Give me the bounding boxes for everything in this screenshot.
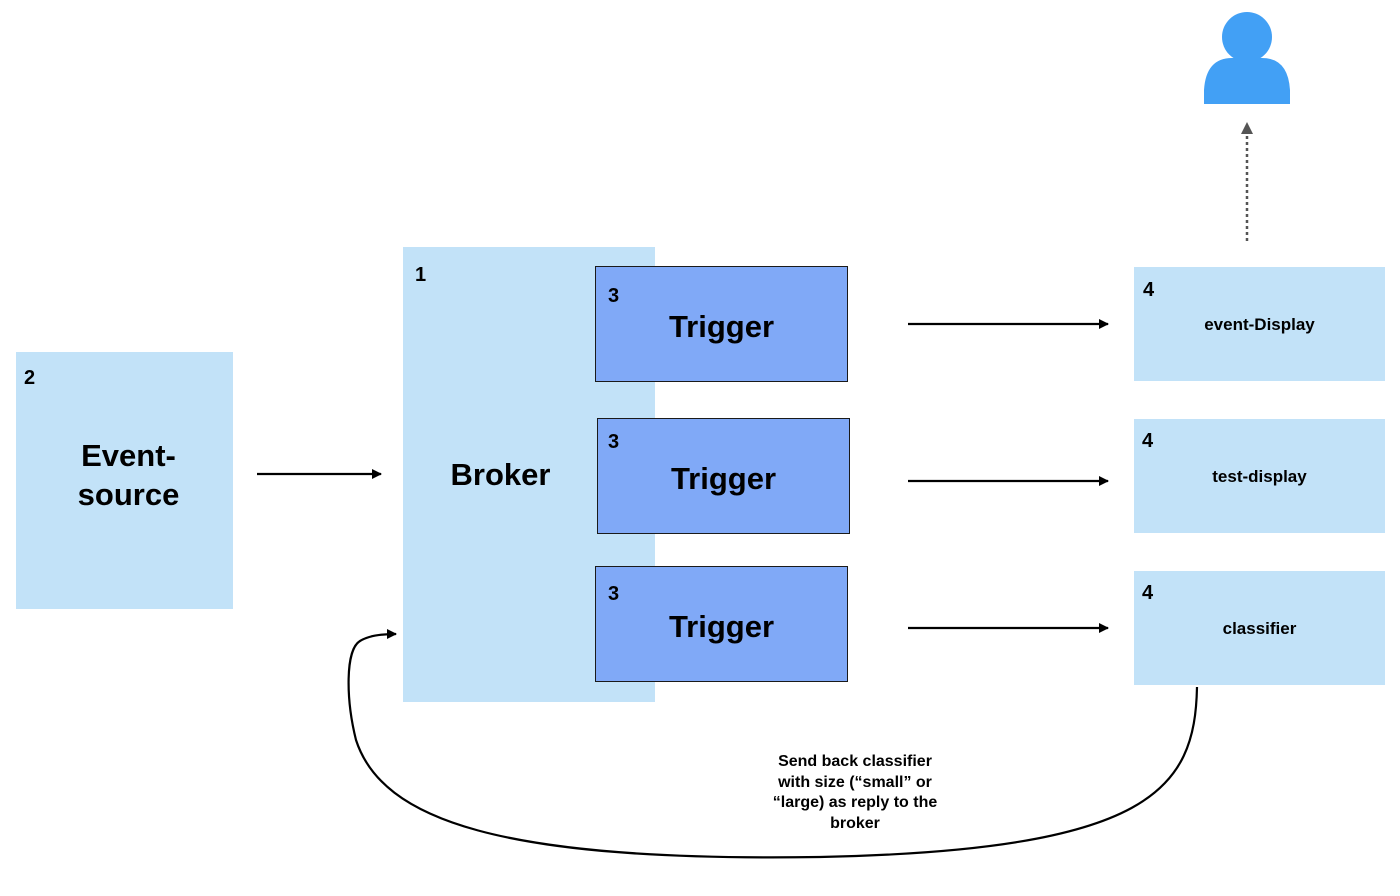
event-source-box: 2 Event- source bbox=[16, 352, 233, 609]
user-icon bbox=[1204, 12, 1290, 105]
service-box-classifier: 4 classifier bbox=[1134, 571, 1385, 685]
trigger-label: Trigger bbox=[668, 309, 775, 344]
trigger-number: 3 bbox=[608, 285, 620, 307]
service-label: classifier bbox=[1222, 619, 1297, 638]
service-box-event-display: 4 event-Display bbox=[1134, 267, 1385, 381]
trigger-number: 3 bbox=[608, 431, 620, 453]
broker-label: Broker bbox=[450, 457, 551, 492]
service-label: event-Display bbox=[1204, 315, 1315, 334]
service-number: 4 bbox=[1143, 279, 1155, 301]
service-label: test-display bbox=[1212, 467, 1307, 486]
trigger-label: Trigger bbox=[668, 609, 775, 644]
trigger-number: 3 bbox=[608, 583, 620, 605]
trigger-label: Trigger bbox=[670, 461, 777, 496]
event-source-label: Event- source bbox=[77, 438, 180, 512]
trigger-box-1: 3 Trigger bbox=[595, 266, 848, 382]
service-number: 4 bbox=[1142, 430, 1154, 452]
trigger-box-2: 3 Trigger bbox=[597, 418, 850, 534]
reply-note: Send back classifier with size (“small” … bbox=[772, 753, 938, 832]
broker-number: 1 bbox=[415, 264, 427, 286]
service-number: 4 bbox=[1142, 582, 1154, 604]
trigger-box-3: 3 Trigger bbox=[595, 566, 848, 682]
service-box-test-display: 4 test-display bbox=[1134, 419, 1385, 533]
event-source-number: 2 bbox=[24, 367, 36, 389]
